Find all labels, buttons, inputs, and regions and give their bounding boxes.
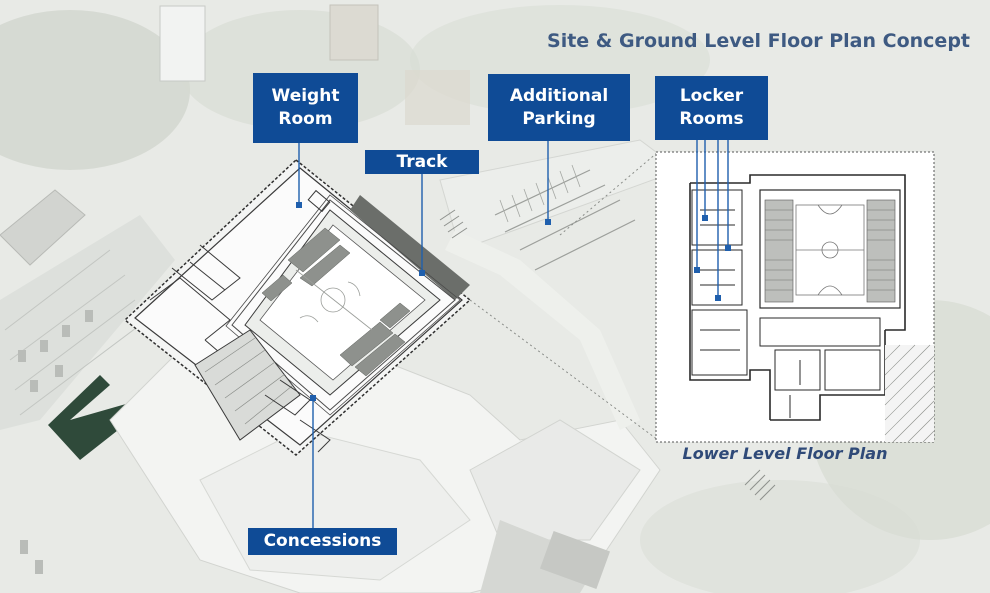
ground-level-floor-plan <box>123 159 472 456</box>
lower-level-floor-plan-caption: Lower Level Floor Plan <box>682 444 888 463</box>
locker-rooms-callout: Locker Rooms <box>655 76 768 140</box>
figure-title: Site & Ground Level Floor Plan Concept <box>547 30 970 52</box>
concessions-callout-line1: Concessions <box>263 531 382 551</box>
weight-room-callout-line1: Weight <box>271 86 340 106</box>
locker-rooms-callout-line1: Locker <box>679 86 744 106</box>
additional-parking-callout-line2: Parking <box>522 108 596 129</box>
locker-rooms-callout-line2: Rooms <box>679 109 744 129</box>
track-callout-line1: Track <box>396 151 448 172</box>
weight-room-callout: Weight Room <box>253 73 358 143</box>
additional-parking-callout-line1: Additional <box>509 85 609 106</box>
track-callout: Track <box>365 150 479 174</box>
weight-room-callout-line2: Room <box>278 109 333 129</box>
additional-parking-callout: Additional Parking <box>488 74 630 141</box>
callout-leader-lines <box>296 140 731 528</box>
lower-level-floor-plan <box>655 151 935 443</box>
concessions-callout: Concessions <box>248 528 397 555</box>
